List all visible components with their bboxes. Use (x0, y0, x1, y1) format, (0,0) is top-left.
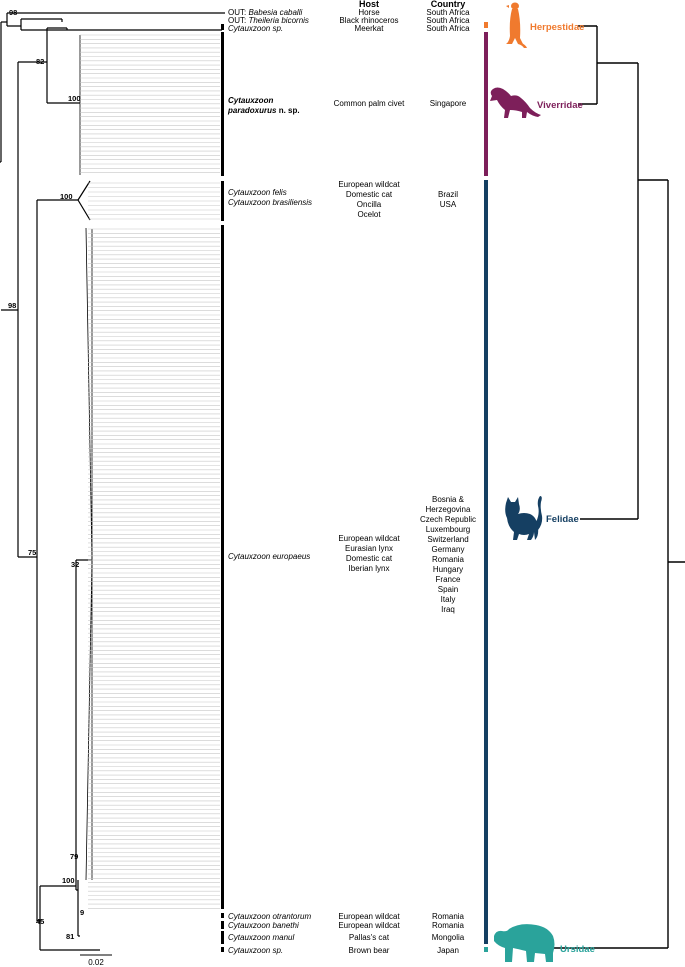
host-family-tree (553, 25, 685, 949)
country-cell: Luxembourg (426, 525, 470, 534)
family-label-ursidae: Ursidae (560, 944, 595, 955)
country-cell: Bosnia & (432, 495, 465, 504)
herpestidae-bar (484, 22, 488, 28)
ursidae-bar (484, 947, 488, 952)
country-cell: Japan (437, 946, 459, 955)
country-cell: Italy (441, 595, 456, 604)
support-value: 100 (62, 876, 75, 885)
support-value: 9 (80, 908, 84, 917)
support-value: 100 (60, 192, 73, 201)
collapsed-leaf-lines (80, 34, 220, 909)
host-cell: Common palm civet (334, 99, 405, 108)
country-cell: Herzegovina (426, 505, 471, 514)
support-value: 79 (70, 852, 78, 861)
host-cell: Domestic cat (346, 554, 393, 563)
country-cell: France (436, 575, 461, 584)
support-value: 100 (68, 94, 81, 103)
clade-bar-bear (221, 947, 224, 952)
host-cell: European wildcat (338, 180, 400, 189)
country-cell: Mongolia (432, 933, 465, 942)
family-labels: Herpestidae Viverridae Felidae Ursidae (530, 22, 595, 955)
clade-bar-manul (221, 931, 224, 944)
felidae-bar (484, 180, 488, 944)
country-cell: Spain (438, 585, 458, 594)
bear-icon (494, 924, 555, 962)
host-cell: Ocelot (357, 210, 381, 219)
species-label-paradoxurus-2: paradoxurus n. sp. (227, 106, 300, 115)
species-label-paradoxurus: Cytauxzoon (228, 96, 273, 105)
country-cell: Germany (432, 545, 465, 554)
country-cell: Iraq (441, 605, 455, 614)
host-cell: Oncilla (357, 200, 382, 209)
cat-icon (505, 496, 543, 540)
species-label-bear: Cytauxzoon sp. (228, 946, 283, 955)
support-value: 98 (9, 8, 17, 17)
support-value: 32 (71, 560, 79, 569)
civet-icon (490, 87, 541, 118)
viverridae-bar (484, 32, 488, 176)
host-cell: Domestic cat (346, 190, 393, 199)
support-values: 98 82 100 100 98 75 32 79 100 9 45 81 (8, 8, 84, 941)
host-column-header: Host (359, 0, 379, 9)
country-cell: USA (440, 200, 457, 209)
species-label-theileria: OUT: Theileria bicornis (228, 16, 309, 25)
support-value: 82 (36, 57, 44, 66)
tree-branches (0, 12, 225, 956)
country-cell: Romania (432, 555, 465, 564)
support-value: 75 (28, 548, 36, 557)
country-cell: Switzerland (427, 535, 468, 544)
species-label-europaeus: Cytauxzoon europaeus (228, 552, 310, 561)
country-cell: Romania (432, 912, 465, 921)
country-cell: Czech Republic (420, 515, 476, 524)
species-labels: OUT: Babesia caballi OUT: Theileria bico… (227, 8, 312, 955)
country-cell: South Africa (426, 24, 470, 33)
clade-bar-felis (221, 181, 224, 221)
host-cell: European wildcat (338, 534, 400, 543)
family-label-viverridae: Viverridae (537, 100, 583, 111)
family-label-herpestidae: Herpestidae (530, 22, 584, 33)
country-column: South Africa South Africa South Africa S… (420, 8, 476, 955)
support-value: 98 (8, 301, 16, 310)
host-cell: European wildcat (338, 921, 400, 930)
species-label-felis: Cytauxzoon felis (228, 188, 287, 197)
host-cell: Brown bear (349, 946, 390, 955)
clade-bar-banethi (221, 921, 224, 929)
host-cell: European wildcat (338, 912, 400, 921)
host-cell: Black rhinoceros (339, 16, 398, 25)
host-cell: Iberian lynx (349, 564, 390, 573)
clade-bar-otrantorum (221, 913, 224, 918)
country-cell: South Africa (426, 16, 470, 25)
clade-bars (221, 24, 224, 952)
species-label-babesia: OUT: Babesia caballi (228, 8, 302, 17)
species-label-brasiliensis: Cytauxzoon brasiliensis (228, 198, 312, 207)
meerkat-icon (506, 2, 527, 48)
country-column-header: Country (431, 0, 466, 9)
support-value: 81 (66, 932, 74, 941)
scale-bar-label: 0.02 (88, 958, 104, 967)
country-cell: Brazil (438, 190, 458, 199)
clade-bar-europaeus (221, 225, 224, 909)
clade-bar-paradoxurus (221, 32, 224, 176)
species-label-meerkat: Cytauxzoon sp. (228, 24, 283, 33)
species-label-otrantorum: Cytauxzoon otrantorum (228, 912, 311, 921)
country-cell: Romania (432, 921, 465, 930)
species-label-banethi: Cytauxzoon banethi (228, 921, 299, 930)
host-cell: Meerkat (355, 24, 385, 33)
species-label-manul: Cytauxzoon manul (228, 933, 294, 942)
family-bars (484, 22, 488, 952)
family-label-felidae: Felidae (546, 514, 579, 525)
host-cell: Horse (358, 8, 380, 17)
country-cell: Hungary (433, 565, 463, 574)
host-cell: Eurasian lynx (345, 544, 393, 553)
country-cell: South Africa (426, 8, 470, 17)
host-column: Horse Black rhinoceros Meerkat Common pa… (334, 8, 405, 955)
support-value: 45 (36, 917, 44, 926)
host-cell: Pallas's cat (349, 933, 390, 942)
country-cell: Singapore (430, 99, 467, 108)
clade-bar-meerkat (221, 24, 224, 30)
